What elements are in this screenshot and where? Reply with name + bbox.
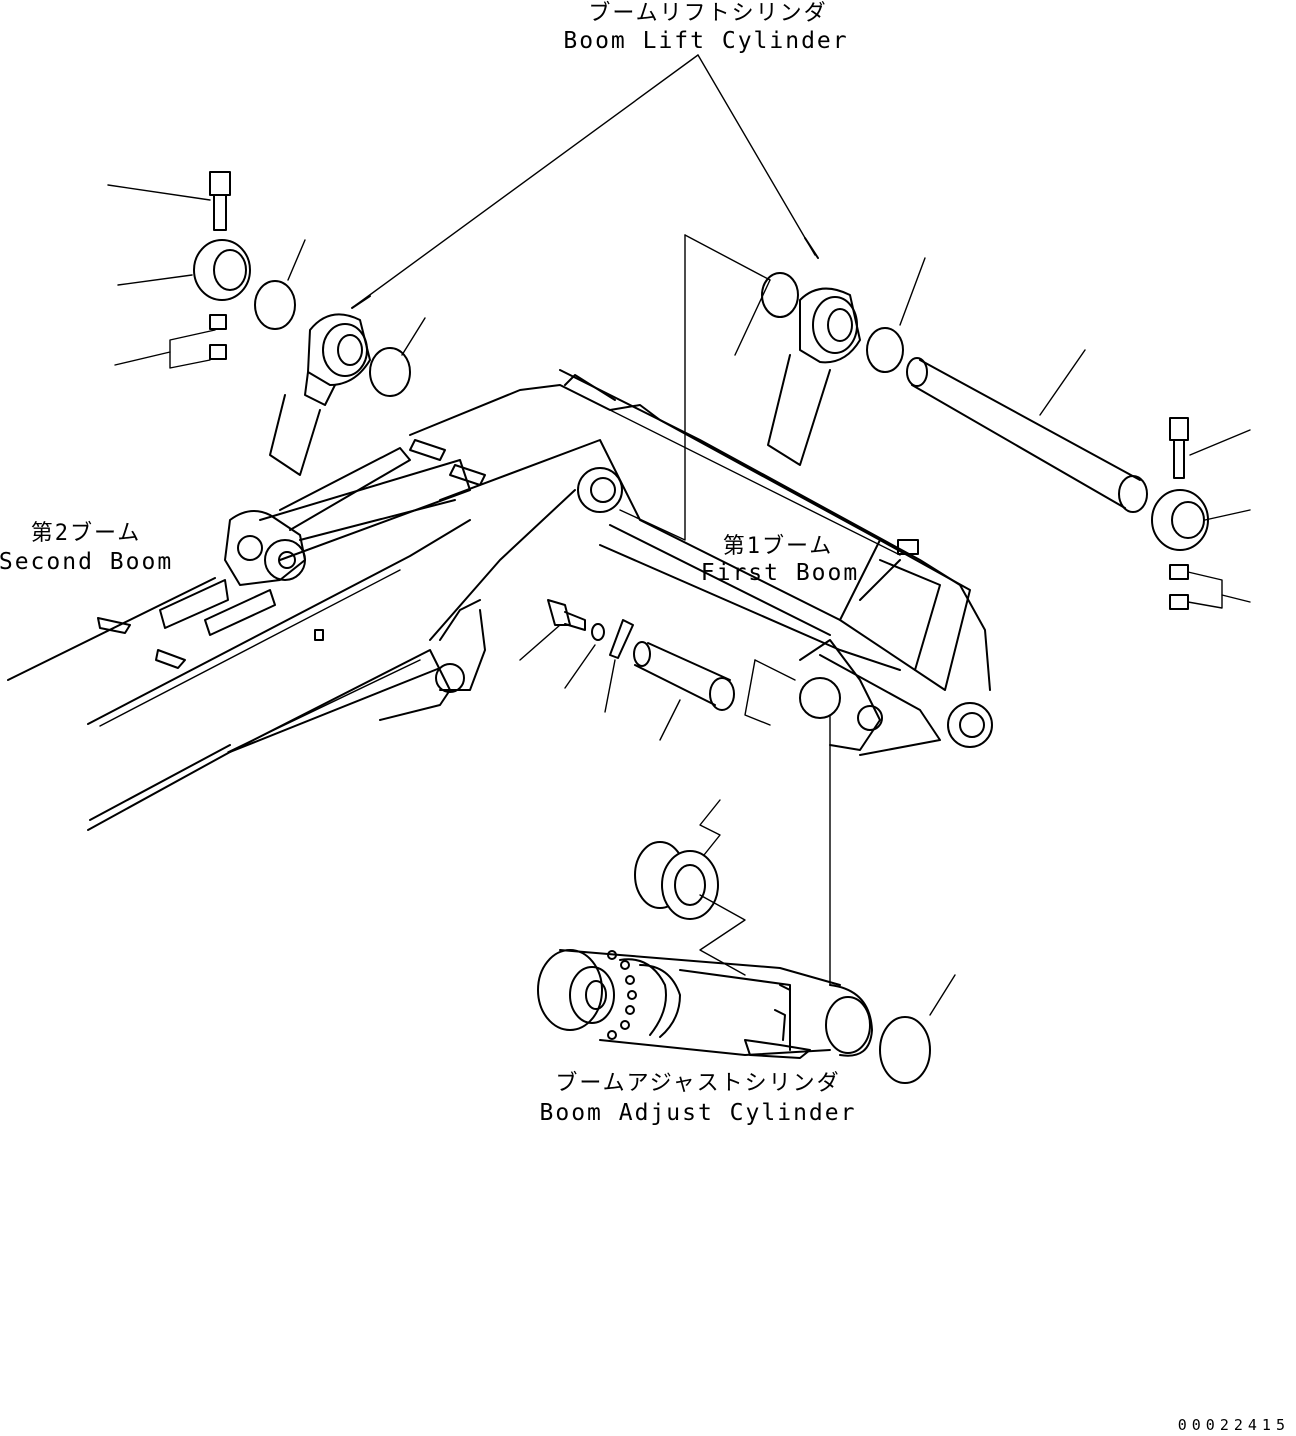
right-lift-cylinder-rod: [734, 257, 926, 466]
second-boom-label-en: Second Boom: [0, 549, 173, 575]
first-boom-leaders: [619, 234, 831, 986]
left-hardware: [107, 171, 426, 397]
lift-cylinder-leaders: [351, 54, 819, 309]
second-boom-label-jp: 第2ブーム: [31, 521, 142, 546]
boom-lift-cylinder-label-en: Boom Lift Cylinder: [563, 28, 848, 54]
first-boom: [229, 369, 993, 756]
boom-adjust-cylinder: [537, 949, 873, 1059]
adjust-cylinder-shims: [634, 799, 956, 1084]
left-lift-cylinder-rod: [269, 313, 371, 476]
second-boom: [7, 447, 471, 831]
boom-lift-cylinder-label-jp: ブームリフトシリンダ: [588, 1, 827, 26]
main-pin: [906, 349, 1148, 513]
boom-adjust-cylinder-label-en: Boom Adjust Cylinder: [540, 1100, 857, 1126]
boom-adjust-cylinder-label-jp: ブームアジャストシリンダ: [555, 1071, 840, 1096]
first-boom-label-jp: 第1ブーム: [723, 534, 834, 559]
right-hardware: [1151, 417, 1251, 610]
middle-hardware: [519, 599, 735, 741]
drawing-number: 00022415: [1178, 1416, 1290, 1434]
